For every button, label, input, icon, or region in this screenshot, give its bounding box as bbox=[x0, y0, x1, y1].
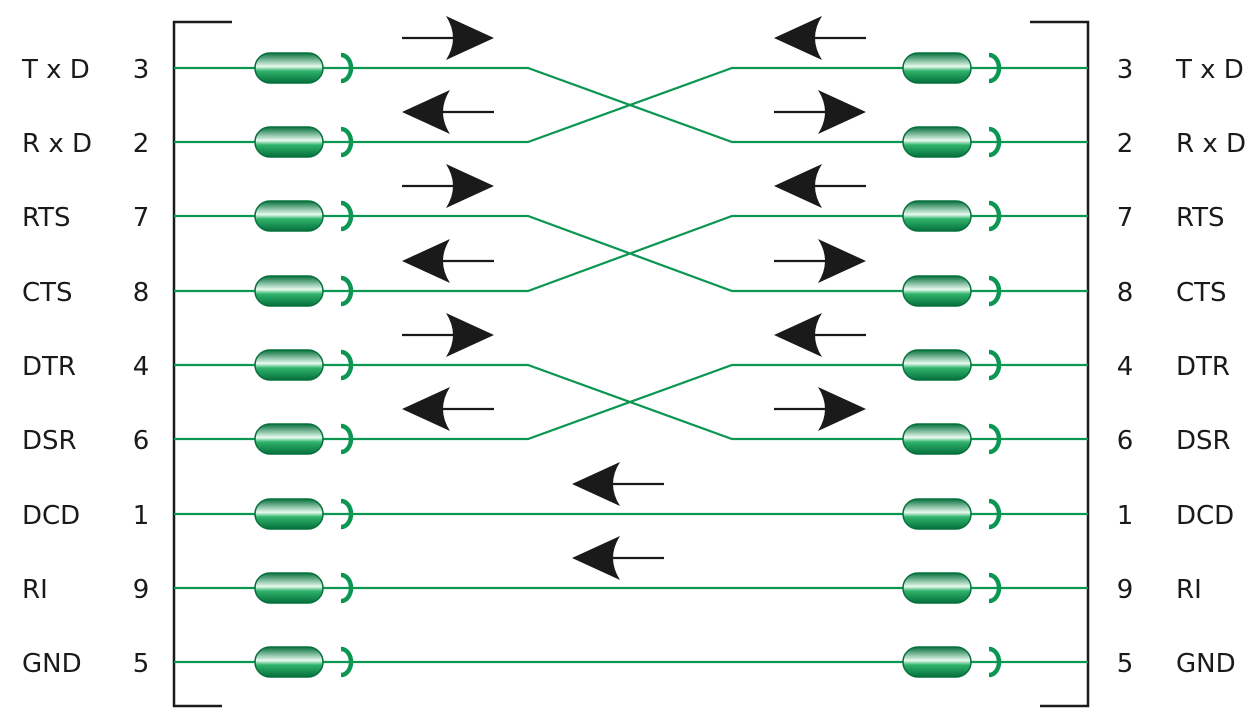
right-pin-number-3: 3 bbox=[1117, 55, 1134, 85]
arrow-center-dcd-left bbox=[572, 462, 664, 506]
right-pin-number-6: 6 bbox=[1117, 426, 1134, 456]
right-pin-number-9: 9 bbox=[1117, 575, 1134, 605]
left-contact-dsr bbox=[254, 423, 354, 455]
left-pin-number-9: 9 bbox=[133, 575, 150, 605]
arrow-left-rts-right bbox=[402, 164, 494, 208]
right-pin-number-5: 5 bbox=[1117, 649, 1134, 679]
arrow-left-dtr-right bbox=[402, 313, 494, 357]
left-contact-dtr bbox=[254, 349, 354, 381]
left-signal-label-dsr: DSR bbox=[22, 426, 77, 456]
arrow-left-cts-left bbox=[402, 239, 494, 283]
right-signal-label-cts: CTS bbox=[1176, 278, 1227, 308]
right-contact-dcd bbox=[902, 498, 1002, 530]
right-pin-number-7: 7 bbox=[1117, 203, 1134, 233]
right-signal-label-dcd: DCD bbox=[1176, 501, 1234, 531]
arrow-right-cts-right bbox=[774, 239, 866, 283]
left-contact-dcd bbox=[254, 498, 354, 530]
left-contact-t-x-d bbox=[254, 52, 354, 84]
left-contact-r-x-d bbox=[254, 126, 354, 158]
arrow-right-t-x-d-left bbox=[774, 16, 866, 60]
connectors-layer bbox=[254, 52, 1002, 678]
direction-arrows-layer bbox=[402, 16, 866, 580]
left-signal-label-cts: CTS bbox=[22, 278, 73, 308]
left-pin-number-3: 3 bbox=[133, 55, 150, 85]
right-signal-label-dsr: DSR bbox=[1176, 426, 1231, 456]
arrow-center-ri-left bbox=[572, 536, 664, 580]
left-pin-number-6: 6 bbox=[133, 426, 150, 456]
left-signal-label-gnd: GND bbox=[22, 649, 82, 679]
left-contact-gnd bbox=[254, 646, 354, 678]
left-signal-label-ri: RI bbox=[22, 575, 48, 605]
left-pin-number-2: 2 bbox=[133, 129, 150, 159]
right-signal-label-t-x-d: T x D bbox=[1175, 55, 1244, 85]
left-signal-label-r-x-d: R x D bbox=[22, 129, 92, 159]
right-pin-number-8: 8 bbox=[1117, 278, 1134, 308]
left-signal-label-dtr: DTR bbox=[22, 352, 76, 382]
right-signal-label-dtr: DTR bbox=[1176, 352, 1230, 382]
left-signal-label-t-x-d: T x D bbox=[21, 55, 90, 85]
arrow-right-dtr-left bbox=[774, 313, 866, 357]
right-contact-ri bbox=[902, 572, 1002, 604]
arrow-right-rts-left bbox=[774, 164, 866, 208]
arrow-left-dsr-left bbox=[402, 387, 494, 431]
left-contact-cts bbox=[254, 275, 354, 307]
left-contact-rts bbox=[254, 200, 354, 232]
left-signal-label-dcd: DCD bbox=[22, 501, 80, 531]
right-contact-rts bbox=[902, 200, 1002, 232]
left-pin-number-7: 7 bbox=[133, 203, 150, 233]
right-contact-r-x-d bbox=[902, 126, 1002, 158]
left-pin-number-5: 5 bbox=[133, 649, 150, 679]
left-contact-ri bbox=[254, 572, 354, 604]
right-contact-dtr bbox=[902, 349, 1002, 381]
arrow-right-r-x-d-right bbox=[774, 90, 866, 134]
right-contact-gnd bbox=[902, 646, 1002, 678]
right-contact-dsr bbox=[902, 423, 1002, 455]
right-signal-label-gnd: GND bbox=[1176, 649, 1236, 679]
left-pin-number-8: 8 bbox=[133, 278, 150, 308]
right-contact-t-x-d bbox=[902, 52, 1002, 84]
right-signal-label-ri: RI bbox=[1176, 575, 1202, 605]
arrow-left-t-x-d-right bbox=[402, 16, 494, 60]
arrow-right-dsr-right bbox=[774, 387, 866, 431]
right-pin-number-2: 2 bbox=[1117, 129, 1134, 159]
left-pin-number-1: 1 bbox=[133, 501, 150, 531]
left-pin-number-4: 4 bbox=[133, 352, 150, 382]
arrow-left-r-x-d-left bbox=[402, 90, 494, 134]
left-signal-label-rts: RTS bbox=[22, 203, 71, 233]
right-pin-number-4: 4 bbox=[1117, 352, 1134, 382]
right-signal-label-r-x-d: R x D bbox=[1176, 129, 1246, 159]
right-contact-cts bbox=[902, 275, 1002, 307]
right-signal-label-rts: RTS bbox=[1176, 203, 1225, 233]
right-pin-number-1: 1 bbox=[1117, 501, 1134, 531]
